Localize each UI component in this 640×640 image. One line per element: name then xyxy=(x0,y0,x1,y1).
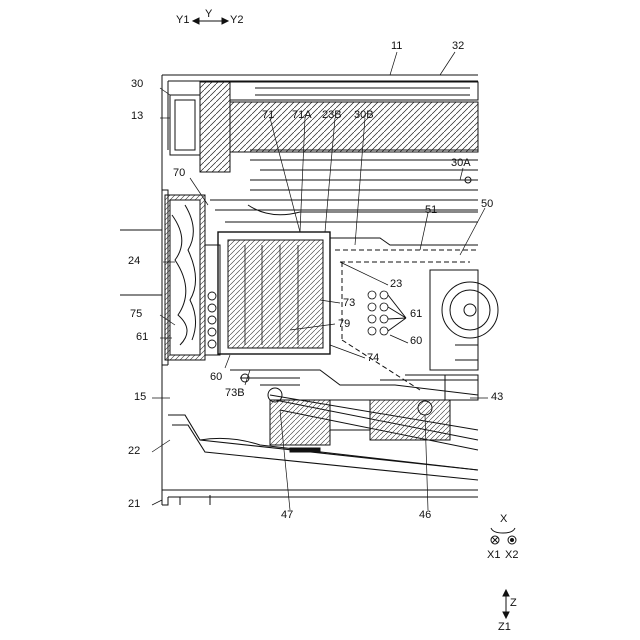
ref-30a: 30A xyxy=(451,158,471,169)
ref-60-left: 60 xyxy=(210,372,222,383)
axis-x-indicator xyxy=(491,528,516,544)
axis-y-label: Y xyxy=(205,9,212,20)
axis-x1-label: X1 xyxy=(487,550,500,561)
ref-11: 11 xyxy=(391,41,402,52)
ref-50: 50 xyxy=(481,199,493,210)
axis-y2-label: Y2 xyxy=(230,15,243,26)
ref-61-left: 61 xyxy=(136,332,148,343)
ref-73b: 73B xyxy=(225,388,245,399)
axis-x2-label: X2 xyxy=(505,550,518,561)
ref-32: 32 xyxy=(452,41,464,52)
ref-24: 24 xyxy=(128,256,140,267)
ref-43: 43 xyxy=(491,392,503,403)
ref-30: 30 xyxy=(131,79,143,90)
ref-13: 13 xyxy=(131,111,143,122)
ref-60-right: 60 xyxy=(410,336,422,347)
contact-stack xyxy=(208,292,216,348)
ref-73: 73 xyxy=(343,298,355,309)
axis-x-label: X xyxy=(500,514,507,525)
ref-75: 75 xyxy=(130,309,142,320)
axis-y1-label: Y1 xyxy=(176,15,189,26)
ref-79: 79 xyxy=(338,319,350,330)
ref-70: 70 xyxy=(173,168,185,179)
ref-71a: 71A xyxy=(292,110,312,121)
ref-22: 22 xyxy=(128,446,140,457)
ref-15: 15 xyxy=(134,392,146,403)
ref-23: 23 xyxy=(390,279,402,290)
ref-74: 74 xyxy=(367,353,379,364)
ref-47: 47 xyxy=(281,510,293,521)
ref-61-right: 61 xyxy=(410,309,422,320)
ref-21: 21 xyxy=(128,499,140,510)
ref-71: 71 xyxy=(262,110,274,121)
ref-23b: 23B xyxy=(322,110,342,121)
bottom-frame xyxy=(162,490,478,505)
cartridge-core xyxy=(228,240,323,348)
axis-z-arrow xyxy=(503,590,509,618)
dashed-region xyxy=(335,250,478,390)
ref-51: 51 xyxy=(425,205,437,216)
ref-46: 46 xyxy=(419,510,431,521)
upper-rail xyxy=(250,150,478,170)
ref-30b: 30B xyxy=(354,110,374,121)
axis-z1-label: Z1 xyxy=(498,622,511,633)
contact-array xyxy=(368,291,388,335)
axis-z-label: Z xyxy=(510,598,517,609)
